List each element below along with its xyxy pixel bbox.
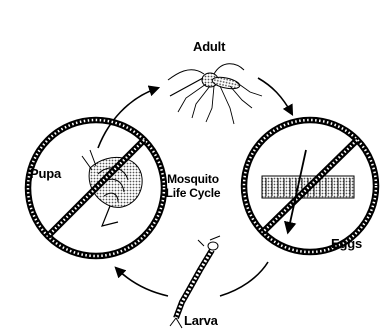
- pupa-label: Pupa: [30, 166, 61, 181]
- arrow-eggs-to-larva: [220, 262, 268, 296]
- adult-mosquito-drawing: [168, 64, 262, 124]
- eggs-label: Eggs: [331, 236, 362, 251]
- adult-label: Adult: [193, 39, 225, 54]
- diagram-center-title: Mosquito Life Cycle: [150, 172, 236, 200]
- pupa-prohibition-sign: [28, 120, 164, 256]
- arrow-adult-to-eggs: [258, 78, 292, 114]
- larva-label: Larva: [184, 313, 218, 328]
- center-title-line-2: Life Cycle: [150, 186, 236, 200]
- center-title-line-1: Mosquito: [150, 172, 236, 186]
- pupa-drawing: [82, 150, 142, 226]
- arrow-larva-to-pupa: [116, 268, 168, 296]
